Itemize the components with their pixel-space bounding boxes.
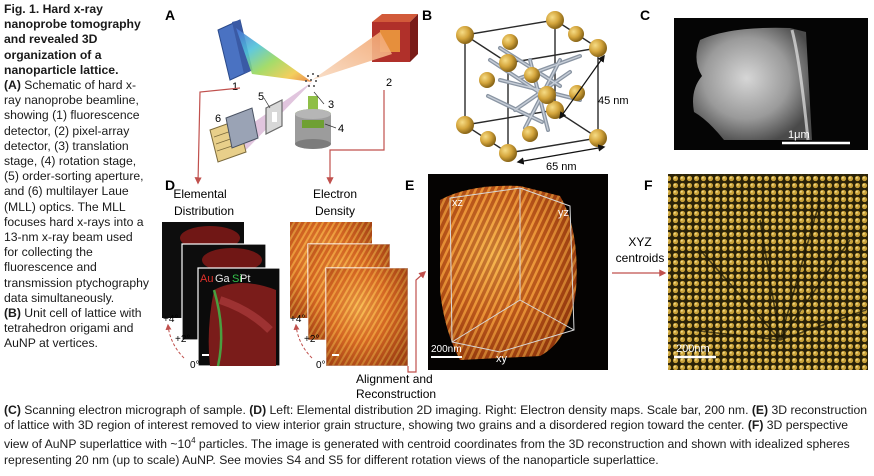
label-5: 5 bbox=[258, 91, 264, 103]
superlattice-3d-view: 200nm bbox=[668, 174, 868, 370]
caption-f-sup: 4 bbox=[191, 436, 196, 446]
panel-label-d: D bbox=[165, 177, 175, 193]
element-au: Au bbox=[200, 273, 213, 285]
panel-label-b: B bbox=[422, 7, 432, 23]
caption-a-text: Schematic of hard x-ray nanoprobe beamli… bbox=[4, 78, 149, 305]
element-ga: Ga bbox=[215, 273, 231, 285]
caption-b-tag: (B) bbox=[4, 306, 21, 321]
label-4: 4 bbox=[338, 123, 344, 135]
superlattice-scale: 200nm bbox=[676, 343, 710, 355]
caption-e-tag: (E) bbox=[751, 403, 769, 417]
caption-f-text: 3D perspective view of AuNP superlattice… bbox=[4, 418, 849, 452]
sem-scale-label: 1μm bbox=[788, 129, 810, 141]
caption-e-text: 3D reconstruction of lattice with 3D reg… bbox=[4, 403, 868, 433]
dimension-45nm: 45 nm bbox=[598, 95, 629, 107]
caption-c-tag: (C) bbox=[4, 403, 21, 417]
element-si: Si bbox=[232, 273, 242, 285]
plane-xz: xz bbox=[452, 197, 463, 209]
sem-micrograph: 1μm bbox=[674, 18, 868, 150]
angle-0-right: 0° bbox=[316, 360, 326, 371]
figure-artwork: A B C D E F bbox=[162, 7, 868, 400]
rotation-stage bbox=[295, 96, 331, 149]
caption-b-text: Unit cell of lattice with tetrahedron or… bbox=[4, 306, 142, 351]
electron-label-1: Electron bbox=[313, 187, 357, 201]
xyz-label-2: centroids bbox=[616, 251, 665, 265]
figure-title: Hard x-ray nanoprobe tomography and reve… bbox=[4, 2, 141, 77]
angle-2-left: +2° bbox=[175, 334, 190, 345]
caption-d-text: Left: Elemental distribution 2D imaging.… bbox=[266, 403, 752, 417]
angle-0-left: 0° bbox=[190, 360, 200, 371]
caption-c-text: Scanning electron micrograph of sample. bbox=[20, 403, 250, 417]
dimension-65nm: 65 nm bbox=[546, 161, 577, 173]
alignment-label-1: Alignment and bbox=[356, 372, 433, 386]
mll-optics bbox=[209, 107, 259, 163]
caption-f-text2: particles. The image is generated with c… bbox=[4, 437, 850, 467]
figure-label: Fig. 1. bbox=[4, 2, 40, 16]
angle-2-right: +2° bbox=[304, 334, 319, 345]
label-3: 3 bbox=[328, 99, 334, 111]
caption-d-tag: (D) bbox=[249, 403, 267, 417]
elemental-label-2: Distribution bbox=[174, 204, 234, 218]
angle-4-left: +4° bbox=[163, 314, 178, 325]
plane-xy: xy bbox=[496, 353, 508, 365]
caption-f-tag: (F) bbox=[747, 418, 764, 433]
reconstruction-3d: xz yz xy 200nm bbox=[428, 174, 608, 370]
figure-caption-bottom: (C) Scanning electron micrograph of samp… bbox=[4, 403, 870, 468]
caption-a-tag: (A) bbox=[4, 78, 21, 93]
figure-caption-left: Fig. 1. Hard x-ray nanoprobe tomography … bbox=[4, 2, 150, 352]
beamline-schematic: 1 2 3 4 5 6 bbox=[194, 14, 418, 185]
element-pt: Pt bbox=[240, 273, 250, 285]
panel-label-a: A bbox=[165, 7, 175, 23]
electron-density-stack bbox=[290, 222, 409, 367]
alignment-label-2: Reconstruction bbox=[356, 387, 436, 400]
reconstruction-scale: 200nm bbox=[431, 344, 462, 355]
label-6: 6 bbox=[215, 113, 221, 125]
panel-d-projections: Elemental Distribution Electron Density … bbox=[162, 187, 436, 400]
elemental-map-stack: Au Ga Si Pt bbox=[162, 222, 281, 367]
angle-4-right: +4° bbox=[290, 314, 305, 325]
panel-label-e: E bbox=[405, 177, 414, 193]
panel-label-f: F bbox=[644, 177, 653, 193]
electron-label-2: Density bbox=[315, 204, 355, 218]
panel-label-c: C bbox=[640, 7, 650, 23]
xyz-label-1: XYZ bbox=[628, 235, 651, 249]
unit-cell-diagram: 45 nm 65 nm bbox=[456, 11, 629, 173]
plane-yz: yz bbox=[558, 207, 569, 219]
label-2: 2 bbox=[386, 77, 392, 89]
label-1: 1 bbox=[232, 81, 238, 93]
elemental-label-1: Elemental bbox=[173, 187, 226, 201]
